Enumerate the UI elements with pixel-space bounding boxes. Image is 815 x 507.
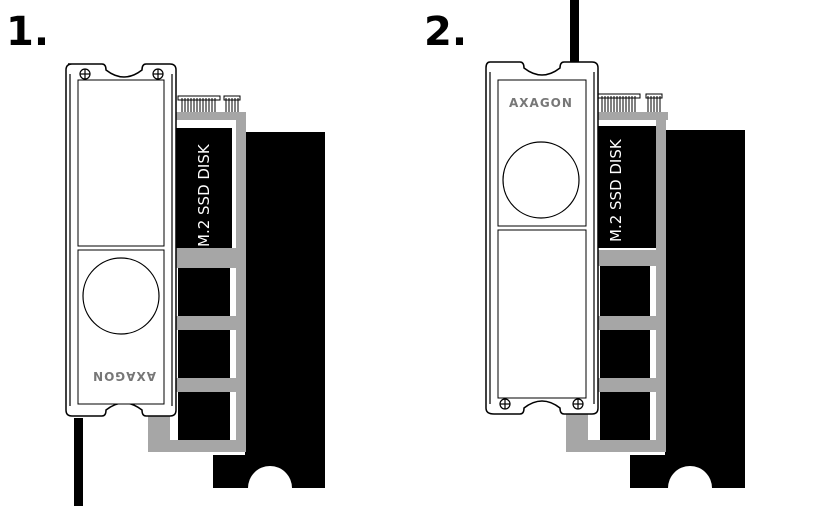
heatsink: AXAGON: [65, 63, 177, 417]
ssd-label-chip: M.2 SSD DISK: [598, 126, 656, 248]
ssd-cells: [178, 268, 230, 440]
cable: [74, 418, 83, 506]
step-1: 1.: [6, 9, 325, 507]
disk-label: M.2 SSD DISK: [607, 138, 625, 242]
ssd-pcb: [148, 95, 246, 452]
brand-logo: AXAGON: [509, 96, 573, 110]
cable: [570, 0, 579, 64]
heatsink: AXAGON: [485, 61, 599, 415]
ssd-cells: [600, 266, 650, 440]
ssd-module: [213, 132, 325, 507]
brand-logo: AXAGON: [92, 369, 156, 383]
step-2: 2.: [424, 0, 745, 507]
ssd-label-chip: M.2 SSD DISK: [174, 128, 232, 248]
ssd-pcb: [566, 93, 668, 452]
step-2-number: 2.: [424, 9, 467, 55]
disk-label: M.2 SSD DISK: [195, 143, 213, 247]
ssd-module: [630, 130, 745, 507]
step-1-number: 1.: [6, 9, 49, 55]
